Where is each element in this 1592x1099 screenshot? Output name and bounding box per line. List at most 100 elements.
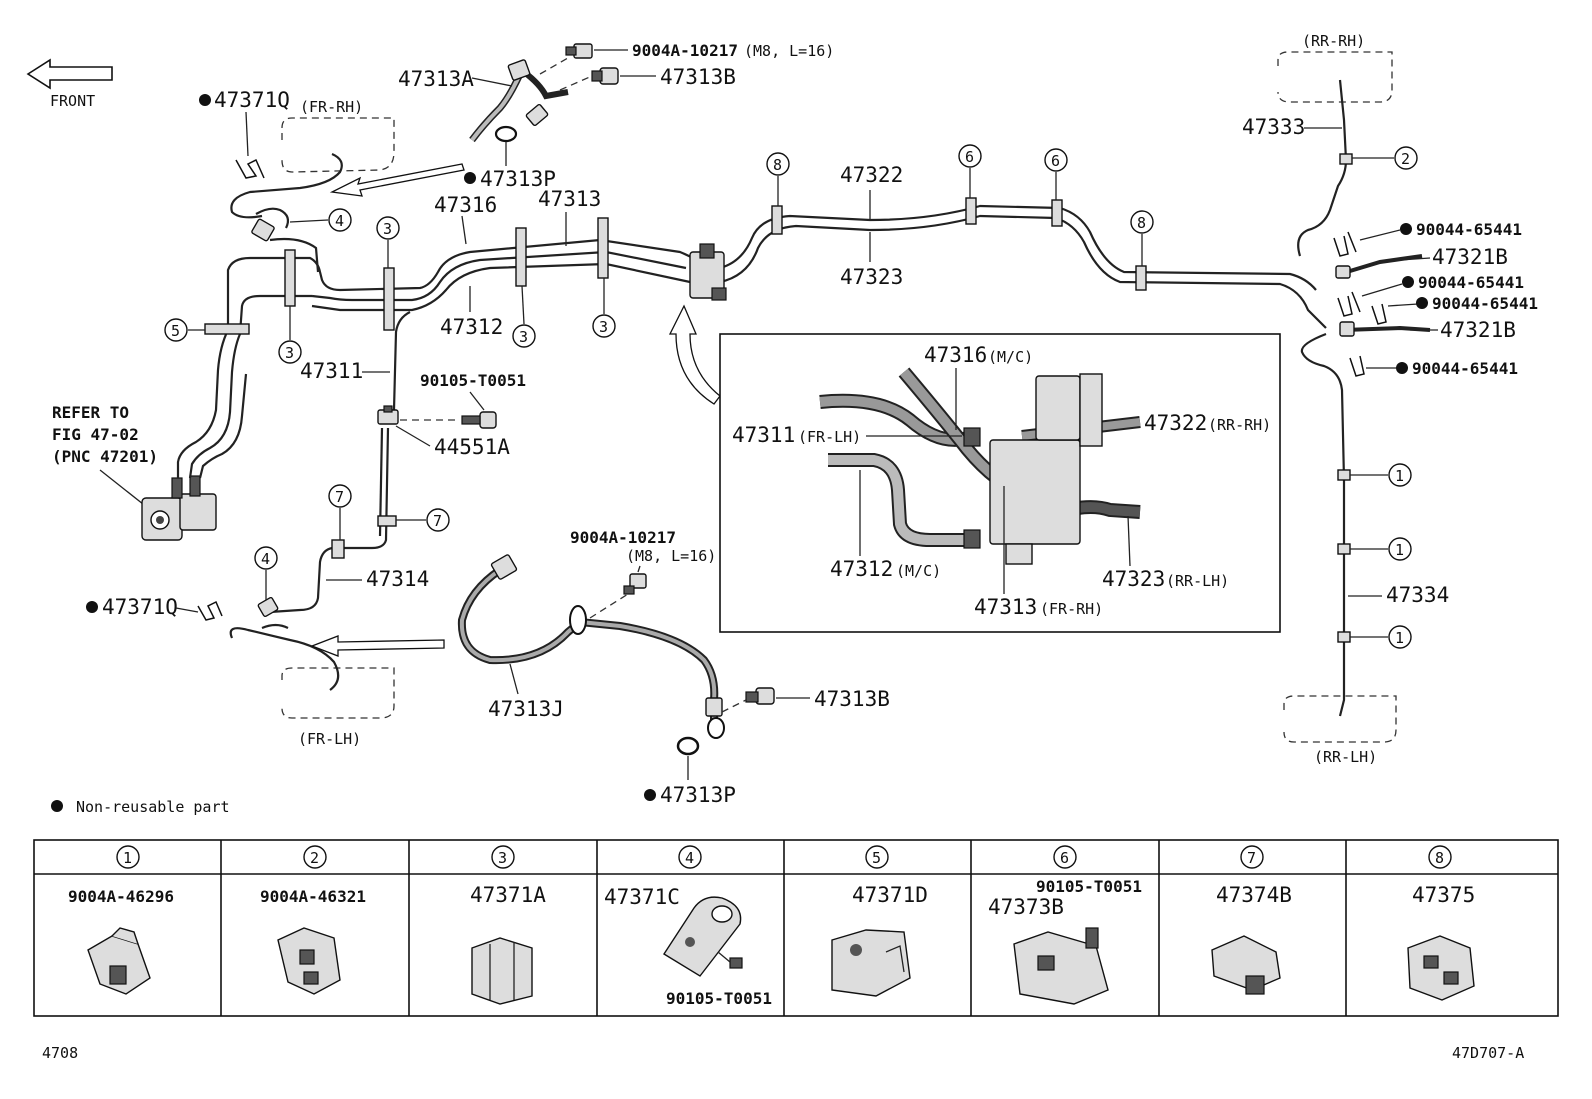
inset-47311: 47311 — [732, 423, 795, 447]
callout-5: 5 — [171, 322, 180, 340]
inset-47322: 47322 — [1144, 411, 1207, 435]
footer-right: 47D707-A — [1452, 1044, 1524, 1062]
clip-3-illustration — [471, 937, 533, 1005]
master-cylinder-part — [141, 475, 217, 541]
clip-6-illustration — [1013, 927, 1109, 1005]
clip-4-part-b: 90105-T0051 — [666, 989, 772, 1008]
clip-7-illustration — [1211, 935, 1281, 995]
clip-4-illustration — [663, 896, 743, 977]
part-47313B-top: 47313B — [660, 65, 736, 89]
rr-rh-label: (RR-RH) — [1302, 32, 1365, 50]
clip-5-part: 47371D — [852, 883, 928, 907]
part-47371Q-top: 47371Q — [214, 88, 290, 112]
part-47321B-2: 47321B — [1440, 318, 1516, 342]
callout-2: 2 — [1401, 150, 1410, 168]
inset-47323-note: (RR-LH) — [1166, 572, 1229, 590]
clip-header-4: 4 — [685, 849, 694, 867]
rr-lh-label: (RR-LH) — [1314, 748, 1377, 766]
bracket-44551A — [377, 405, 399, 425]
refer-line-3: (PNC 47201) — [52, 447, 158, 466]
part-47313A: 47313A — [398, 67, 474, 91]
clip-8-part: 47375 — [1412, 883, 1475, 907]
clip-header-6: 6 — [1060, 849, 1069, 867]
clip-3-part: 47371A — [470, 883, 546, 907]
callouts: 4 3 3 3 3 5 8 8 6 6 7 7 4 2 1 — [164, 144, 1418, 649]
front-arrow — [26, 58, 113, 90]
clip-6-part-b: 47373B — [988, 895, 1064, 919]
callout-7-b: 7 — [335, 488, 344, 506]
front-label: FRONT — [50, 92, 95, 110]
clip-1-part: 9004A-46296 — [68, 887, 174, 906]
part-90044-4: 90044-65441 — [1412, 359, 1518, 378]
part-9004A-top: 9004A-10217 — [632, 41, 738, 60]
callout-4-bottom: 4 — [261, 550, 270, 568]
clip-header-5: 5 — [872, 849, 881, 867]
part-9004A-mid-spec: (M8, L=16) — [626, 547, 716, 565]
callout-8-b: 8 — [1137, 214, 1146, 232]
part-47312: 47312 — [440, 315, 503, 339]
refer-line-2: FIG 47-02 — [52, 425, 139, 444]
part-47371Q-bottom: 47371Q — [102, 595, 178, 619]
part-90044-3: 90044-65441 — [1432, 294, 1538, 313]
part-90044-2: 90044-65441 — [1418, 273, 1524, 292]
part-47313: 47313 — [538, 187, 601, 211]
inset-47312-note: (M/C) — [896, 562, 941, 580]
part-90105: 90105-T0051 — [420, 371, 526, 390]
clip-header-1: 1 — [123, 849, 132, 867]
bundle-clips — [204, 197, 1147, 335]
callout-6-a: 6 — [965, 148, 974, 166]
clip-4-part-a: 47371C — [604, 885, 680, 909]
inset-47313: 47313 — [974, 595, 1037, 619]
clip-header-2: 2 — [310, 849, 319, 867]
fr-lh-label: (FR-LH) — [298, 730, 361, 748]
fr-rh-label: (FR-RH) — [300, 98, 363, 116]
bolt-90105 — [461, 411, 497, 429]
union-bolt-47313B-bottom — [745, 687, 775, 705]
part-47334: 47334 — [1386, 583, 1449, 607]
non-reusable-dot — [51, 800, 63, 812]
clip-header-8: 8 — [1435, 849, 1444, 867]
part-47321B-1: 47321B — [1432, 245, 1508, 269]
refer-line-1: REFER TO — [52, 403, 129, 422]
callout-1-c: 1 — [1395, 629, 1404, 647]
clip-5-illustration — [831, 929, 911, 997]
callout-1-b: 1 — [1395, 541, 1404, 559]
part-47313J: 47313J — [488, 697, 564, 721]
inset-47311-note: (FR-LH) — [798, 428, 861, 446]
callout-6-b: 6 — [1051, 152, 1060, 170]
inset-47316: 47316 — [924, 343, 987, 367]
clip-header-3: 3 — [498, 849, 507, 867]
part-9004A-top-spec: (M8, L=16) — [744, 42, 834, 60]
clip-6-part-a: 90105-T0051 — [1036, 877, 1142, 896]
callout-7-a: 7 — [433, 512, 442, 530]
inset-47312: 47312 — [830, 557, 893, 581]
flex-hose-lower — [457, 554, 725, 756]
callout-4-top: 4 — [335, 212, 344, 230]
callout-3-b: 3 — [285, 344, 294, 362]
part-47314: 47314 — [366, 567, 429, 591]
legend-text: Non-reusable part — [76, 798, 230, 816]
flex-hose-top — [469, 59, 569, 143]
bolt-9004A-mid — [623, 573, 647, 595]
clip-2-part: 9004A-46321 — [260, 887, 366, 906]
part-9004A-mid: 9004A-10217 — [570, 528, 676, 547]
clip-1-illustration — [87, 927, 151, 995]
clip-2-illustration — [277, 927, 341, 995]
callout-8-a: 8 — [773, 156, 782, 174]
clip-table-headers: 1 2 3 4 5 6 7 8 — [116, 845, 1452, 869]
part-47311: 47311 — [300, 359, 363, 383]
union-bolt-47313B-top — [591, 67, 619, 85]
bolt-9004A-top — [565, 43, 593, 59]
junction-inset — [719, 333, 1281, 633]
part-47313P-top: 47313P — [480, 167, 556, 191]
inset-47323: 47323 — [1102, 567, 1165, 591]
clip-table — [33, 839, 1559, 1017]
inset-47316-note: (M/C) — [988, 348, 1033, 366]
footer-left: 4708 — [42, 1044, 78, 1062]
part-47322: 47322 — [840, 163, 903, 187]
callout-3-a: 3 — [383, 220, 392, 238]
part-44551A: 44551A — [434, 435, 510, 459]
clip-7-part: 47374B — [1216, 883, 1292, 907]
clip-8-illustration — [1407, 935, 1475, 1001]
